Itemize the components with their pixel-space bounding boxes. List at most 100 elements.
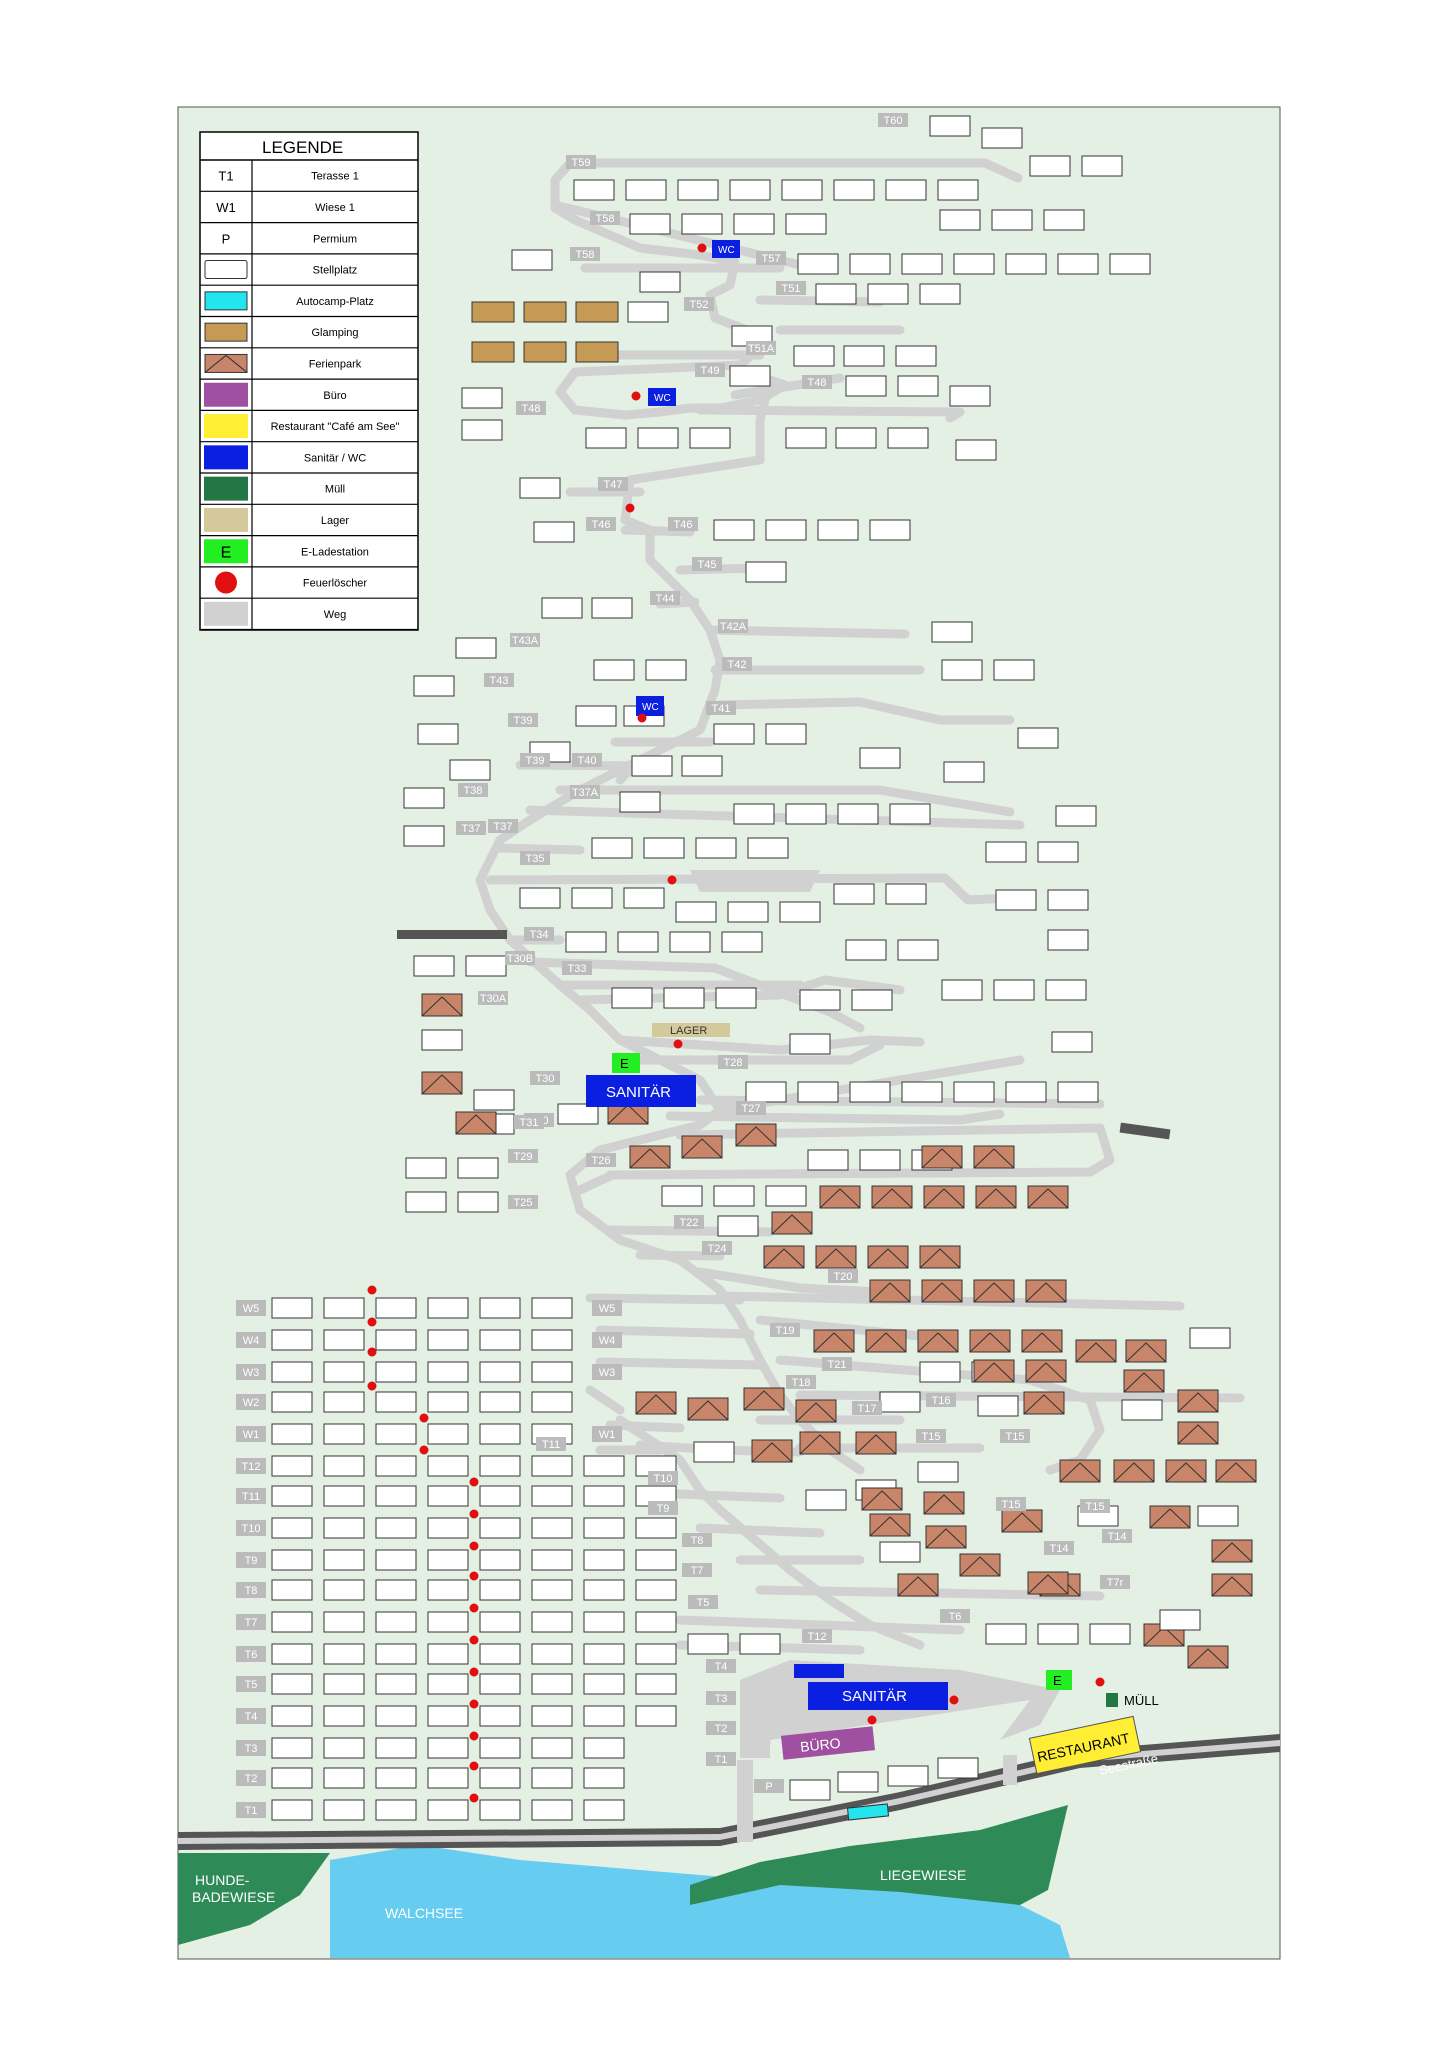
stellplatz[interactable] [413, 675, 455, 697]
stellplatz[interactable] [693, 1441, 735, 1463]
stellplatz[interactable] [531, 1297, 573, 1319]
stellplatz[interactable] [739, 1633, 781, 1655]
stellplatz[interactable] [745, 561, 787, 583]
sanitaer-upper[interactable] [586, 1075, 696, 1107]
ferienpark-unit[interactable] [1211, 1539, 1253, 1563]
stellplatz[interactable] [427, 1423, 469, 1445]
stellplatz[interactable] [937, 1757, 979, 1779]
feuerloescher[interactable] [367, 1381, 377, 1391]
stellplatz[interactable] [661, 1185, 703, 1207]
stellplatz[interactable] [611, 987, 653, 1009]
stellplatz[interactable] [427, 1455, 469, 1477]
stellplatz[interactable] [375, 1549, 417, 1571]
stellplatz[interactable] [375, 1297, 417, 1319]
ferienpark-unit[interactable] [629, 1145, 671, 1169]
ferienpark-unit[interactable] [455, 1111, 497, 1135]
stellplatz[interactable] [427, 1611, 469, 1633]
stellplatz[interactable] [473, 1089, 515, 1111]
stellplatz[interactable] [271, 1611, 313, 1633]
stellplatz[interactable] [427, 1643, 469, 1665]
stellplatz[interactable] [1197, 1505, 1239, 1527]
stellplatz[interactable] [1005, 1081, 1047, 1103]
stellplatz[interactable] [867, 283, 909, 305]
stellplatz[interactable] [669, 931, 711, 953]
stellplatz[interactable] [427, 1391, 469, 1413]
ferienpark-unit[interactable] [421, 993, 463, 1017]
stellplatz[interactable] [1159, 1609, 1201, 1631]
stellplatz[interactable] [593, 659, 635, 681]
stellplatz[interactable] [583, 1643, 625, 1665]
stellplatz[interactable] [715, 987, 757, 1009]
stellplatz[interactable] [729, 365, 771, 387]
stellplatz[interactable] [479, 1391, 521, 1413]
feuerloescher[interactable] [469, 1761, 479, 1771]
stellplatz[interactable] [271, 1549, 313, 1571]
stellplatz[interactable] [583, 1579, 625, 1601]
stellplatz[interactable] [1057, 253, 1099, 275]
stellplatz[interactable] [901, 1081, 943, 1103]
stellplatz[interactable] [583, 1455, 625, 1477]
muell-container[interactable] [1106, 1693, 1118, 1707]
stellplatz[interactable] [917, 1461, 959, 1483]
stellplatz[interactable] [885, 883, 927, 905]
stellplatz[interactable] [781, 179, 823, 201]
stellplatz[interactable] [585, 427, 627, 449]
e-station-upper[interactable] [612, 1053, 640, 1073]
ferienpark-unit[interactable] [973, 1279, 1015, 1303]
stellplatz[interactable] [635, 1643, 677, 1665]
feuerloescher[interactable] [637, 713, 647, 723]
stellplatz[interactable] [323, 1705, 365, 1727]
ferienpark-unit[interactable] [819, 1185, 861, 1209]
stellplatz[interactable] [837, 1771, 879, 1793]
stellplatz[interactable] [533, 521, 575, 543]
stellplatz[interactable] [583, 1705, 625, 1727]
stellplatz[interactable] [271, 1423, 313, 1445]
stellplatz[interactable] [689, 427, 731, 449]
ferienpark-unit[interactable] [1059, 1459, 1101, 1483]
feuerloescher[interactable] [667, 875, 677, 885]
feuerloescher[interactable] [419, 1445, 429, 1455]
feuerloescher[interactable] [631, 391, 641, 401]
ferienpark-unit[interactable] [917, 1329, 959, 1353]
stellplatz[interactable] [729, 179, 771, 201]
stellplatz[interactable] [635, 1517, 677, 1539]
ferienpark-unit[interactable] [681, 1135, 723, 1159]
buero-building[interactable] [780, 1726, 876, 1760]
ferienpark-unit[interactable] [1211, 1573, 1253, 1597]
stellplatz[interactable] [747, 837, 789, 859]
feuerloescher[interactable] [867, 1715, 877, 1725]
stellplatz[interactable] [479, 1673, 521, 1695]
stellplatz[interactable] [479, 1705, 521, 1727]
ferienpark-unit[interactable] [897, 1573, 939, 1597]
stellplatz[interactable] [895, 345, 937, 367]
stellplatz[interactable] [625, 179, 667, 201]
stellplatz[interactable] [583, 1673, 625, 1695]
stellplatz[interactable] [479, 1297, 521, 1319]
ferienpark-unit[interactable] [1021, 1329, 1063, 1353]
stellplatz[interactable] [981, 127, 1023, 149]
stellplatz[interactable] [271, 1767, 313, 1789]
stellplatz[interactable] [635, 1673, 677, 1695]
ferienpark-unit[interactable] [923, 1491, 965, 1515]
stellplatz[interactable] [455, 637, 497, 659]
ferienpark-unit[interactable] [973, 1359, 1015, 1383]
stellplatz[interactable] [995, 889, 1037, 911]
stellplatz[interactable] [851, 989, 893, 1011]
ferienpark-unit[interactable] [865, 1329, 907, 1353]
stellplatz[interactable] [765, 723, 807, 745]
ferienpark-unit[interactable] [1001, 1509, 1043, 1533]
stellplatz[interactable] [271, 1517, 313, 1539]
ferienpark-unit[interactable] [861, 1487, 903, 1511]
stellplatz[interactable] [785, 213, 827, 235]
feuerloescher[interactable] [469, 1509, 479, 1519]
stellplatz[interactable] [531, 1673, 573, 1695]
stellplatz[interactable] [531, 1329, 573, 1351]
stellplatz[interactable] [575, 705, 617, 727]
stellplatz[interactable] [897, 375, 939, 397]
stellplatz[interactable] [479, 1799, 521, 1821]
stellplatz[interactable] [837, 803, 879, 825]
stellplatz[interactable] [427, 1549, 469, 1571]
feuerloescher[interactable] [367, 1347, 377, 1357]
stellplatz[interactable] [271, 1705, 313, 1727]
ferienpark-unit[interactable] [763, 1245, 805, 1269]
